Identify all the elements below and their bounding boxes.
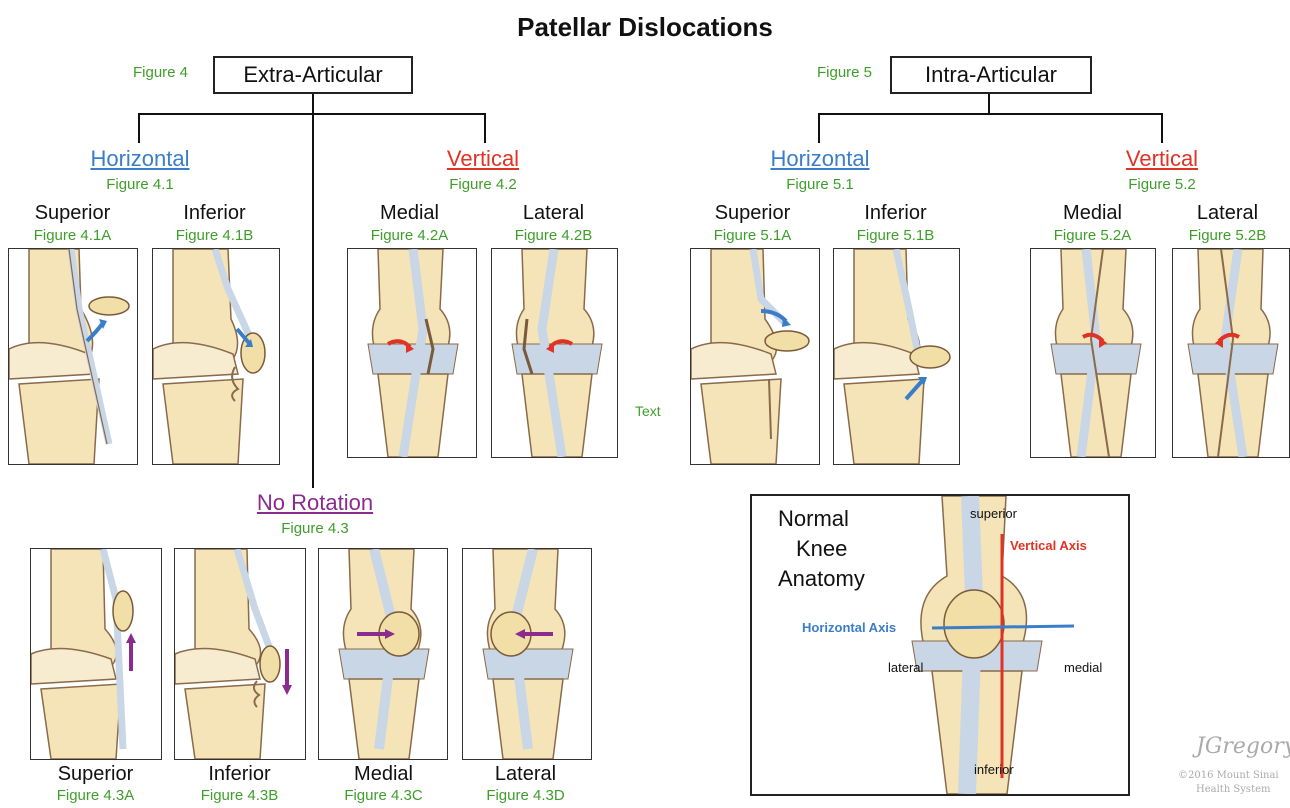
label-superior: superior bbox=[970, 506, 1017, 521]
figure-label: Figure 5.1A bbox=[690, 227, 815, 244]
figure-label: Figure 5 bbox=[817, 64, 872, 81]
figure-label: Figure 5.2A bbox=[1030, 227, 1155, 244]
panel-label: Medial bbox=[316, 763, 451, 786]
figure-label: Figure 4.3D bbox=[458, 787, 593, 804]
connector bbox=[138, 113, 486, 115]
panel-label: Inferior bbox=[833, 202, 958, 225]
figure-label: Figure 4.1A bbox=[10, 227, 135, 244]
label-vertical-axis: Vertical Axis bbox=[1010, 538, 1087, 553]
category-heading: Vertical bbox=[383, 146, 583, 172]
category-heading: Vertical bbox=[1062, 146, 1262, 172]
page-title: Patellar Dislocations bbox=[0, 12, 1290, 43]
knee-illustration-5-1a bbox=[690, 248, 820, 465]
panel-label: Inferior bbox=[152, 202, 277, 225]
panel-label: Lateral bbox=[491, 202, 616, 225]
connector bbox=[484, 113, 486, 143]
figure-label: Figure 4.2A bbox=[347, 227, 472, 244]
normal-title-line: Normal bbox=[778, 506, 849, 532]
knee-illustration-4-2b bbox=[491, 248, 618, 458]
figure-label: Figure 4.3C bbox=[316, 787, 451, 804]
knee-illustration-4-3a bbox=[30, 548, 162, 760]
label-medial: medial bbox=[1064, 660, 1102, 675]
category-heading: Horizontal bbox=[720, 146, 920, 172]
panel-label: Superior bbox=[10, 202, 135, 225]
figure-label: Figure 5.1 bbox=[720, 176, 920, 193]
figure-label: Figure 4.2 bbox=[383, 176, 583, 193]
figure-label: Figure 5.2 bbox=[1062, 176, 1262, 193]
panel-label: Medial bbox=[1030, 202, 1155, 225]
figure-label: Figure 4.1 bbox=[40, 176, 240, 193]
panel-label: Medial bbox=[347, 202, 472, 225]
figure-label: Figure 4.3A bbox=[28, 787, 163, 804]
knee-illustration-4-3c bbox=[318, 548, 448, 760]
figure-label: Figure 5.1B bbox=[833, 227, 958, 244]
signature: JGregory bbox=[1196, 734, 1290, 759]
knee-illustration-4-2a bbox=[347, 248, 477, 458]
extra-articular-box: Extra-Articular bbox=[213, 56, 413, 94]
knee-illustration-5-2a bbox=[1030, 248, 1156, 458]
knee-illustration-4-3b bbox=[174, 548, 306, 760]
knee-illustration-4-1b bbox=[152, 248, 280, 465]
knee-illustration-4-1a bbox=[8, 248, 138, 465]
figure-label: Figure 4.3B bbox=[172, 787, 307, 804]
category-heading: No Rotation bbox=[210, 490, 420, 516]
connector bbox=[312, 92, 314, 488]
connector bbox=[818, 113, 820, 143]
connector bbox=[138, 113, 140, 143]
panel-label: Inferior bbox=[172, 763, 307, 786]
connector bbox=[818, 113, 1163, 115]
connector bbox=[1161, 113, 1163, 143]
figure-label: Figure 4.2B bbox=[491, 227, 616, 244]
copyright: ©2016 Mount Sinai bbox=[1178, 770, 1290, 781]
panel-label: Lateral bbox=[458, 763, 593, 786]
normal-title-line: Knee bbox=[796, 536, 847, 562]
knee-illustration-4-3d bbox=[462, 548, 592, 760]
normal-title-line: Anatomy bbox=[778, 566, 865, 592]
knee-illustration-5-2b bbox=[1172, 248, 1290, 458]
panel-label: Superior bbox=[28, 763, 163, 786]
figure-label: Figure 4.3 bbox=[210, 520, 420, 537]
intra-articular-box: Intra-Articular bbox=[890, 56, 1092, 94]
label-inferior: inferior bbox=[974, 762, 1014, 777]
figure-label: Figure 4.1B bbox=[152, 227, 277, 244]
normal-knee-panel: Normal Knee Anatomy superior Vertical Ax… bbox=[750, 494, 1130, 796]
panel-label: Lateral bbox=[1165, 202, 1290, 225]
panel-label: Superior bbox=[690, 202, 815, 225]
knee-illustration-5-1b bbox=[833, 248, 960, 465]
copyright: Health System bbox=[1196, 784, 1271, 795]
label-lateral: lateral bbox=[888, 660, 923, 675]
connector bbox=[988, 92, 990, 113]
figure-label: Figure 4 bbox=[133, 64, 188, 81]
figure-label: Figure 5.2B bbox=[1165, 227, 1290, 244]
label-horizontal-axis: Horizontal Axis bbox=[802, 620, 896, 635]
stray-text: Text bbox=[635, 403, 661, 419]
category-heading: Horizontal bbox=[40, 146, 240, 172]
